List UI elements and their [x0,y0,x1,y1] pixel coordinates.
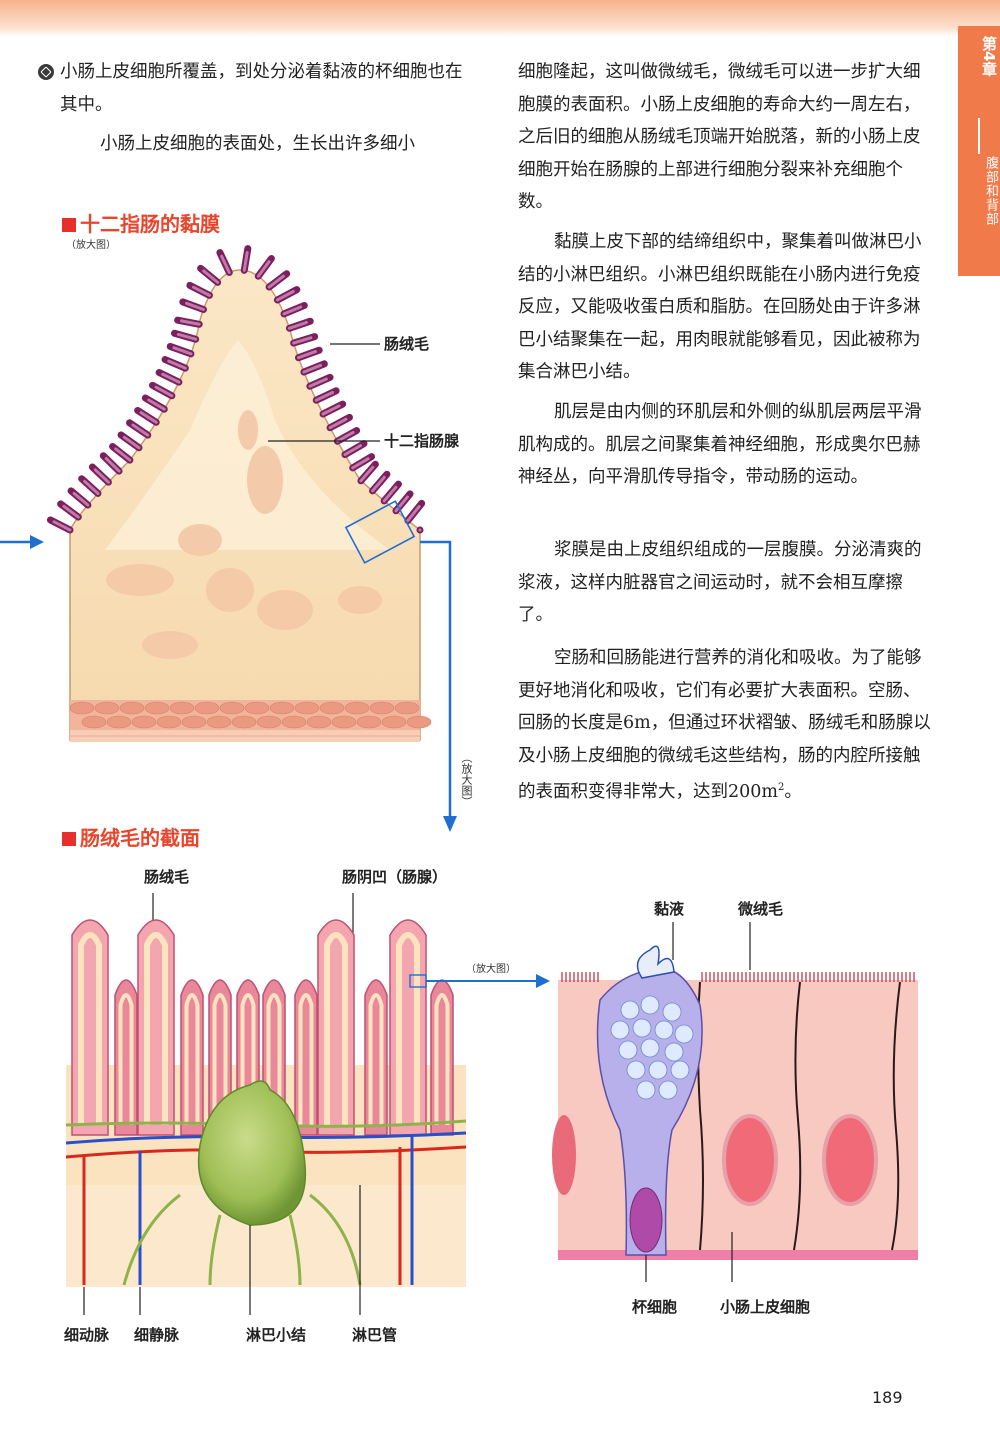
figure2-title: 肠绒毛的截面 [62,822,200,851]
microvilli-fringe [561,972,915,982]
chapter-tab[interactable]: 第4章 腹部和背部 [958,26,1000,276]
right-paragraph-5-end: 。 [784,781,802,802]
epithelial-nuclei [552,1114,878,1206]
title-square-icon [62,832,76,846]
label-crypt: 肠阴凹（肠腺） [342,868,448,886]
label-lymph-nodule: 淋巴小结 [246,1326,307,1344]
duodenal-mucosa-illustration [0,245,457,832]
arrow-note-1: （放大图） [460,752,473,807]
villi-cross-section-illustration [65,893,550,1315]
title-square-icon [62,218,76,232]
label-venule: 细静脉 [134,1326,180,1344]
label-villi: 肠绒毛 [384,335,430,353]
magnify-box [344,500,416,564]
right-paragraph-5-main: 空肠和回肠能进行营养的消化和吸收。为了能够更好地消化和吸收，它们有必要扩大表面积… [518,648,931,802]
left-paragraph-1: 小肠上皮细胞所覆盖，到处分泌着黏液的杯细胞也在其中。 [60,62,463,115]
arrow-note-2: （放大图） [466,964,516,975]
right-paragraph-5: 空肠和回肠能进行营养的消化和吸收。为了能够更好地消化和吸收，它们有必要扩大表面积… [518,642,934,808]
right-pointer-arrow [426,974,550,988]
superscript-2: 2 [778,782,785,793]
page-header-band [0,0,1000,36]
figure1-note: （放大图） [66,240,116,251]
lymph-nodule [197,1080,307,1226]
chapter-section: 腹部和背部 [983,156,998,226]
chapter-divider [978,118,980,154]
label-duodenal-gland: 十二指肠腺 [384,432,460,450]
label-villi-2: 肠绒毛 [144,868,190,886]
chapter-number: 第4章 [980,36,998,77]
duodenal-gland-clusters [106,410,382,659]
bullet-icon [38,64,54,80]
right-paragraph-1: 细胞隆起，这叫做微绒毛，微绒毛可以进一步扩大细胞膜的表面积。小肠上皮细胞的寿命大… [518,62,921,212]
right-paragraph-2: 黏膜上皮下部的结缔组织中，聚集着叫做淋巴小结的小淋巴组织。小淋巴组织既能在小肠内… [518,232,922,382]
down-pointer-arrow [420,540,457,832]
epithelial-cell-illustration [552,922,918,1282]
figure1-title-text: 十二指肠的黏膜 [80,212,220,236]
label-epithelial-cell: 小肠上皮细胞 [720,1298,811,1316]
label-mucus: 黏液 [654,900,685,918]
left-paragraph-2: 小肠上皮细胞的表面处，生长出许多细小 [100,134,415,154]
figure1-title: 十二指肠的黏膜 [62,208,220,237]
label-goblet-cell: 杯细胞 [632,1298,678,1316]
label-microvilli: 微绒毛 [738,900,784,918]
label-lymph-vessel: 淋巴管 [352,1326,398,1344]
label-arteriole: 细动脉 [64,1326,110,1344]
right-paragraph-3: 肌层是由内侧的环肌层和外侧的纵肌层两层平滑肌构成的。肌层之间聚集着神经细胞，形成… [518,402,922,487]
page-number: 189 [872,1388,903,1407]
figure2-title-text: 肠绒毛的截面 [80,826,200,850]
right-paragraph-4: 浆膜是由上皮组织组成的一层腹膜。分泌清爽的浆液，这样内脏器官之间运动时，就不会相… [518,540,922,625]
left-pointer-arrow [0,535,44,549]
muscle-layer [69,700,432,742]
goblet-cell [596,945,703,1256]
